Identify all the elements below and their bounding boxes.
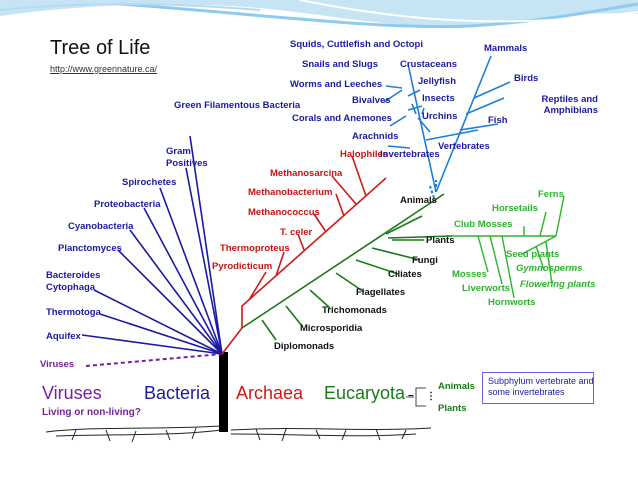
label-methanosarcina: Methanosarcina [270,168,343,179]
label-worms: Worms and Leeches [290,79,383,90]
label-ciliates: Ciliates [388,269,422,280]
label-mammals: Mammals [484,43,528,54]
label-methanobacterium: Methanobacterium [248,187,333,198]
label-arachnids: Arachnids [352,131,399,142]
label-bacteroides-cytophaga: Bacteroides Cytophaga [46,270,101,293]
legend-connector [406,387,426,407]
legend-dots: ⋮ [426,391,436,402]
label-spirochetes: Spirochetes [122,177,177,188]
label-squids: Squids, Cuttlefish and Octopi [290,39,423,50]
trunk [219,352,228,432]
label-planctomyces: Planctomyces [58,243,122,254]
label-microsporidia: Microsporidia [300,323,363,334]
bacteria-branches [81,135,223,355]
source-link[interactable]: http://www.greennature.ca/ [50,64,158,74]
label-diplomonads: Diplomonads [274,341,335,352]
label-cyanobacteria: Cyanobacteria [68,221,134,232]
domain-eucaryota: Eucaryota [324,383,406,403]
label-thermotoga: Thermotoga [46,307,101,318]
label-aquifex: Aquifex [46,331,81,342]
label-t-celer: T. celer [280,227,313,238]
label-viruses-branch: Viruses [40,359,75,370]
label-invertebrates: Invertebrates [380,149,440,160]
label-bivalves: Bivalves [352,95,391,106]
legend-dash: – [408,390,414,401]
label-fungi: Fungi [412,255,438,266]
legend-plants: Plants [438,403,467,414]
label-liverworts: Liverworts [462,283,511,294]
label-hornworts: Hornworts [488,297,536,308]
label-insects: Insects [422,93,455,104]
domain-archaea: Archaea [236,383,304,403]
animal-branches [383,55,511,193]
label-flagellates: Flagellates [356,287,406,298]
label-club-mosses: Club Mosses [454,219,513,230]
legend-animals: Animals [438,381,475,392]
label-flowering-plants: Flowering plants [520,279,596,290]
label-animals: Animals [400,195,437,206]
tree-branches [45,55,565,443]
legend-note-bracket [482,372,594,404]
archaea-branches [221,155,387,355]
label-mosses: Mosses [452,269,487,280]
legend-note: Subphylum vertebrate and some invertebra… [488,376,594,397]
viruses-branch [85,353,223,367]
label-ferns: Ferns [538,189,564,200]
label-vertebrates: Vertebrates [438,141,490,152]
label-plants: Plants [426,235,455,246]
domain-bacteria: Bacteria [144,383,211,403]
label-gram-positives: Gram Positives [166,146,208,169]
label-pyrodicticum: Pyrodicticum [212,261,273,272]
label-seed-plants: Seed plants [506,249,560,260]
label-reptiles: Reptiles and Amphibians [541,94,599,116]
label-urchins: Urchins [422,111,458,122]
label-corals: Corals and Anemones [292,113,392,124]
roots [45,425,432,443]
domain-viruses: Viruses [42,383,102,403]
label-methanococcus: Methanococcus [248,207,320,218]
label-gymnosperms: Gymnosperms [516,263,583,274]
label-snails: Snails and Slugs [302,59,379,70]
diagram-title: Tree of Life [50,37,151,59]
tree-of-life-figure: Tree of Life http://www.greennature.ca/ … [36,28,600,456]
eucarya-branches [241,193,453,341]
living-question: Living or non-living? [42,407,141,418]
label-green-filamentous: Green Filamentous Bacteria [174,100,301,111]
label-fish: Fish [488,115,508,126]
label-horsetails: Horsetails [492,203,538,214]
label-crustaceans: Crustaceans [400,59,458,70]
label-thermoproteus: Thermoproteus [220,243,290,254]
label-birds: Birds [514,73,539,84]
label-halophiles: Halophiles [340,149,389,160]
label-proteobacteria: Proteobacteria [94,199,161,210]
plant-branches [452,195,565,299]
label-jellyfish: Jellyfish [418,76,457,87]
label-trichomonads: Trichomonads [322,305,387,316]
